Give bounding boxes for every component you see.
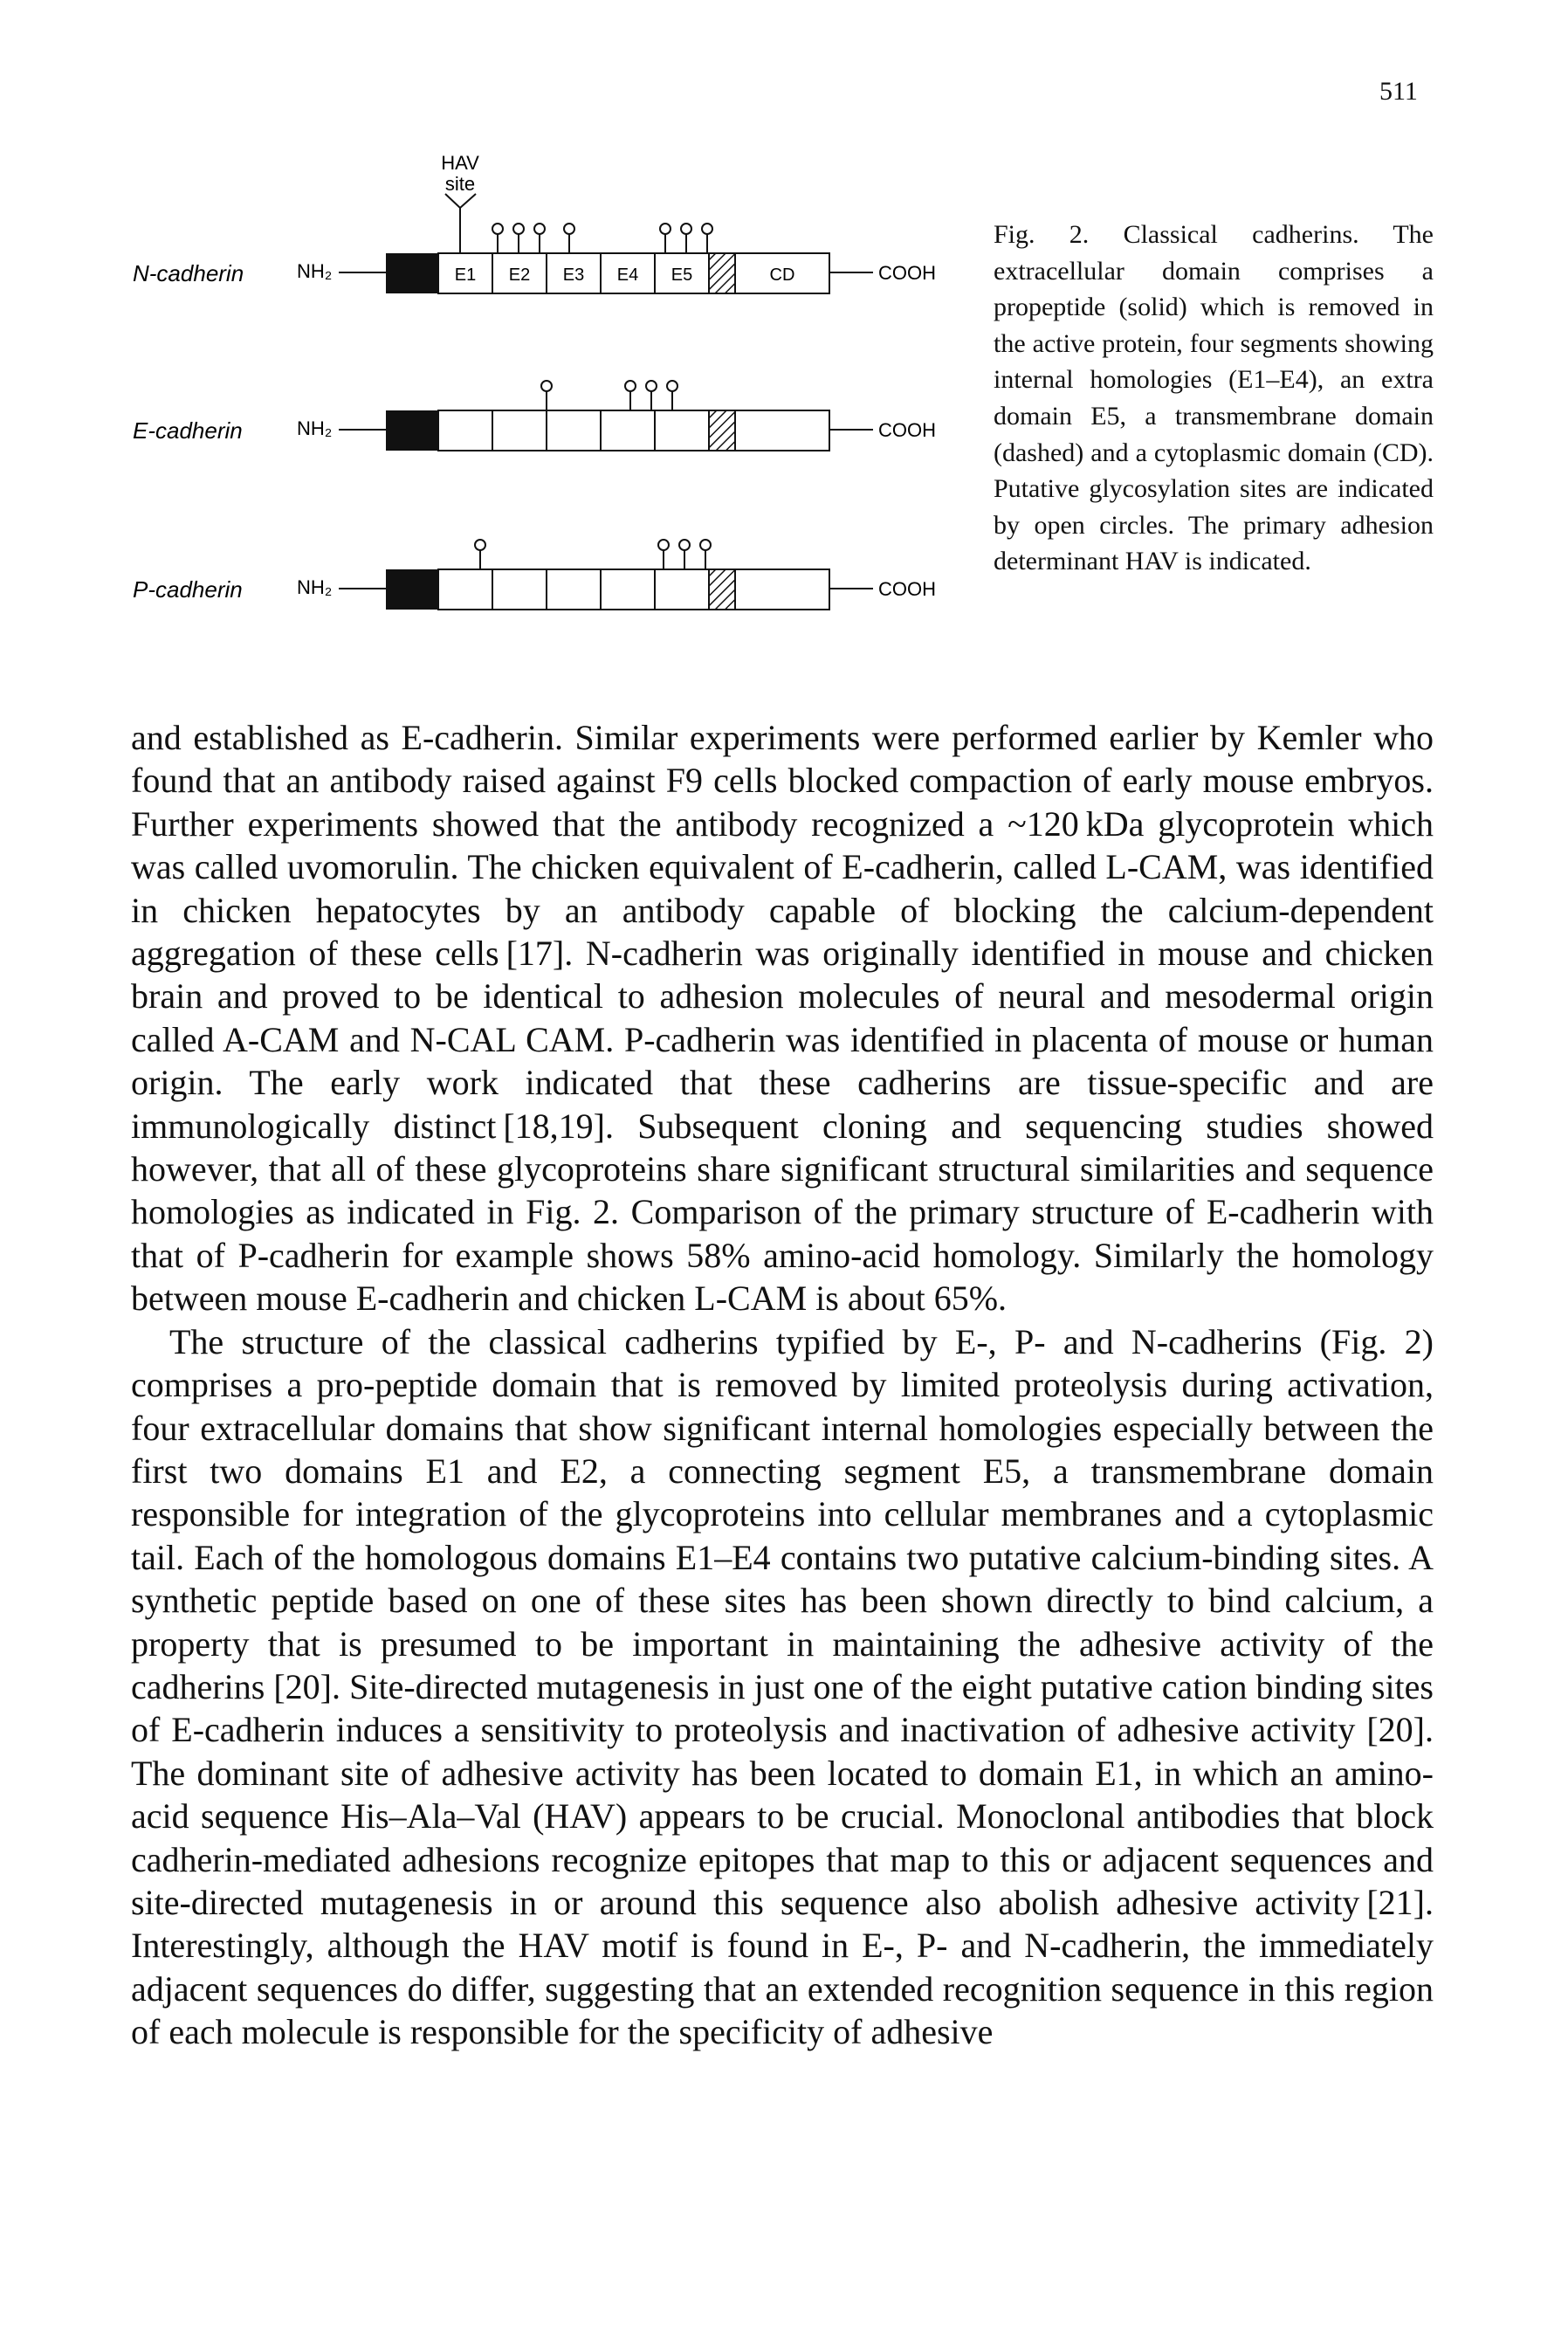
n-terminus-label: NH₂ [297, 417, 332, 439]
c-terminus-label: COOH [878, 419, 936, 441]
propeptide-domain [386, 253, 438, 293]
p-cadherin-label: P-cadherin [133, 576, 243, 603]
n-terminus-label: NH₂ [297, 576, 332, 598]
hav-label-line2: site [445, 173, 475, 195]
domain-label-e1: E1 [455, 265, 476, 285]
domain-e3 [546, 569, 602, 610]
c-terminus-label: COOH [878, 262, 936, 284]
domain-e3 [546, 252, 602, 294]
domain-e1 [437, 569, 493, 610]
domain-e2 [492, 410, 547, 451]
e-cadherin-row: E-cadherin NH₂ COOH [133, 380, 936, 451]
propeptide-domain [386, 569, 438, 610]
body-paragraph: and established as E-cadherin. Similar e… [131, 718, 1434, 1319]
e-cadherin-label: E-cadherin [133, 417, 243, 444]
cytoplasmic-domain [734, 569, 830, 610]
cytoplasmic-domain [734, 252, 830, 294]
domain-e4 [600, 569, 656, 610]
figure-caption: Fig. 2. Classical cadherins. The extrace… [994, 220, 1434, 576]
n-terminus-label: NH₂ [297, 260, 332, 282]
glycosylation-site-icon [474, 539, 712, 569]
domain-label-e2: E2 [509, 265, 530, 285]
transmembrane-domain [708, 252, 736, 294]
domain-label-e3: E3 [563, 265, 584, 285]
p-cadherin-row: P-cadherin NH₂ COOH [133, 539, 936, 610]
domain-e5 [654, 569, 710, 610]
propeptide-domain [386, 410, 438, 451]
domain-e1 [437, 410, 493, 451]
domain-e4 [600, 252, 656, 294]
body-paragraph: The structure of the classical cadherins… [131, 1321, 1434, 2052]
transmembrane-domain [708, 410, 736, 451]
domain-e3 [546, 410, 602, 451]
hav-arrow [444, 193, 477, 253]
transmembrane-domain [708, 569, 736, 610]
domain-label-cd: CD [770, 265, 795, 285]
n-cadherin-row: N-cadherin NH₂ E1 E2 E3 E4 E5 CD COOH [133, 223, 936, 294]
n-cadherin-label: N-cadherin [133, 260, 244, 286]
c-terminus-label: COOH [878, 578, 936, 600]
cytoplasmic-domain [734, 410, 830, 451]
domain-e5 [654, 410, 710, 451]
glycosylation-site-icon [540, 380, 678, 410]
domain-label-e5: E5 [671, 265, 692, 285]
domain-e2 [492, 569, 547, 610]
hav-label-line1: HAV [441, 152, 479, 174]
glycosylation-site-icon [492, 223, 713, 253]
page-number: 511 [1379, 77, 1418, 106]
body-text: and established as E-cadherin. Similar e… [131, 716, 1434, 2054]
domain-label-e4: E4 [617, 265, 638, 285]
cadherin-domain-figure: HAV site N-cadherin NH₂ E1 E2 E3 E4 E5 C… [133, 152, 936, 610]
domain-e4 [600, 410, 656, 451]
